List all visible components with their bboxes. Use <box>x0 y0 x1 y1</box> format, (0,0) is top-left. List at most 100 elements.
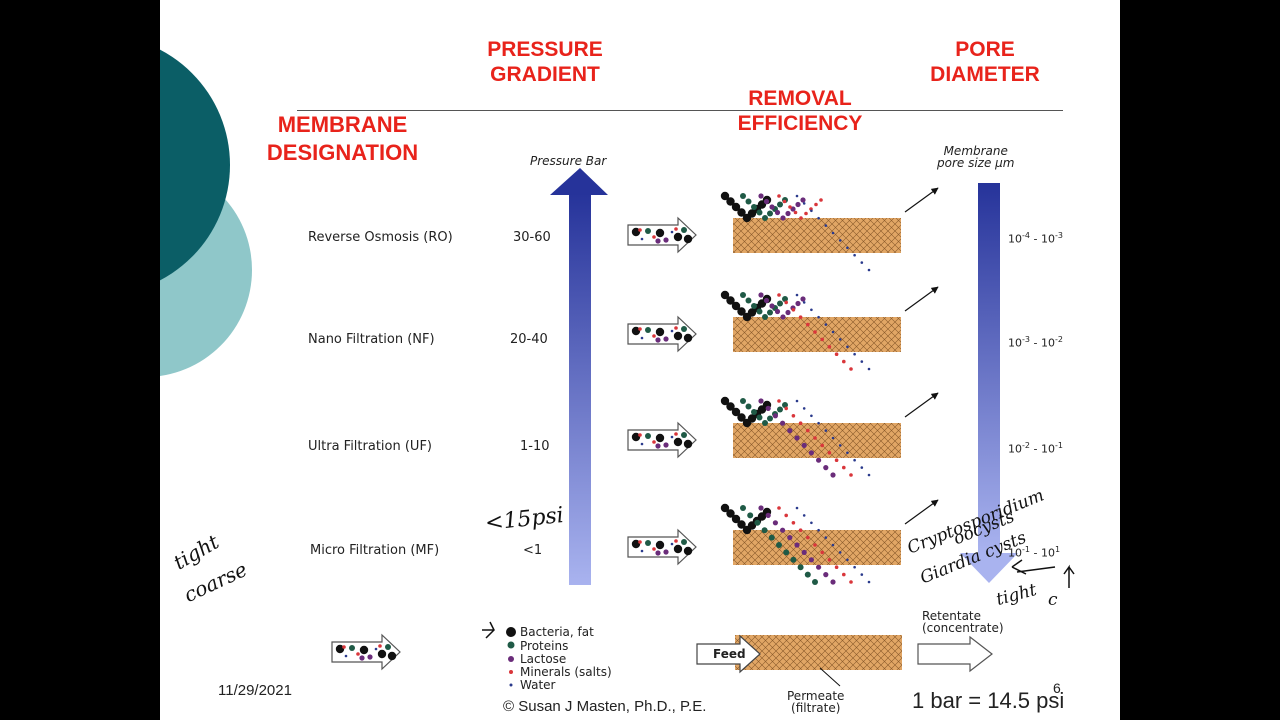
particle-dot <box>751 204 757 210</box>
particle-dot <box>726 402 735 411</box>
particle-dot <box>652 440 656 444</box>
particle-dot <box>731 202 741 212</box>
pore-sep: - <box>1029 232 1041 246</box>
particle-dot <box>645 327 651 333</box>
particle-dot <box>670 542 674 546</box>
particle-dot <box>842 465 846 470</box>
pore-caption-line-2: pore size μm <box>937 156 1015 170</box>
particle-dot <box>655 327 665 337</box>
pore-size-mf: 10-1 - 101 <box>1008 545 1060 560</box>
particle-dot <box>674 227 678 231</box>
particle-dot <box>791 521 796 525</box>
particle-dot <box>813 543 817 547</box>
pore-exp: -4 <box>1022 231 1030 240</box>
particle-dot <box>670 435 674 439</box>
particle-dot <box>674 432 678 436</box>
legend-water: Water <box>520 678 556 692</box>
particle-dot <box>810 209 813 213</box>
row-diagram-0 <box>627 187 939 272</box>
particle-dot <box>774 308 781 315</box>
footer-date: 11/29/2021 <box>218 682 292 699</box>
particle-dot <box>849 367 853 371</box>
particle-dot <box>787 535 793 541</box>
row-label-nf: Nano Filtration (NF) <box>308 332 435 347</box>
pressure-value-nf: 20-40 <box>510 332 548 347</box>
particle-dot <box>853 253 856 257</box>
particle-dot <box>795 194 799 198</box>
particle-dot <box>774 209 781 216</box>
particle-dot <box>645 540 651 546</box>
particle-dot <box>787 428 793 434</box>
particle-dot <box>838 551 842 554</box>
particle-dot <box>823 572 829 578</box>
particle-dot <box>777 506 781 510</box>
particle-dot <box>831 231 835 235</box>
particle-dot <box>681 432 687 438</box>
particle-dot <box>816 457 822 463</box>
particle-dot <box>720 503 730 513</box>
particle-dot <box>824 224 828 227</box>
particle-dot <box>765 405 771 411</box>
particle-dot <box>631 432 641 442</box>
particle-dot <box>846 451 849 455</box>
particle-dot <box>795 201 801 208</box>
particle-dot <box>335 644 345 654</box>
particle-dot <box>655 228 665 238</box>
particle-dot <box>377 649 387 659</box>
particle-dot <box>772 413 779 419</box>
particle-dot <box>758 193 764 199</box>
particle-dot <box>655 540 665 550</box>
header-pressure-gradient: PRESSURE GRADIENT <box>487 38 603 86</box>
particle-dot <box>756 209 763 216</box>
particle-dot <box>830 579 836 585</box>
particle-dot <box>356 652 360 656</box>
particle-dot <box>849 473 853 477</box>
particle-dot <box>737 520 746 529</box>
footer-page-number: 6 <box>1053 680 1061 696</box>
particle-dot <box>769 303 775 309</box>
feed-label: Feed <box>713 647 746 661</box>
particle-dot <box>860 261 864 264</box>
particle-dot <box>801 549 807 556</box>
pore-base: 10 <box>1008 232 1022 246</box>
membrane-block <box>733 218 901 253</box>
particle-dot <box>374 647 378 651</box>
particle-dot <box>784 406 788 411</box>
particle-dot <box>655 337 661 343</box>
particle-dot <box>359 645 369 655</box>
particle-dot <box>652 547 656 551</box>
particle-dot <box>673 544 683 554</box>
particle-dot <box>846 558 849 562</box>
pore-base: 10 <box>1040 546 1055 560</box>
particle-dot <box>867 473 871 477</box>
pore-exp: -2 <box>1022 441 1030 450</box>
particle-dot <box>767 309 773 316</box>
particle-dot <box>794 435 800 441</box>
permeate-label: Permeate (filtrate) <box>787 690 844 714</box>
particle-dot <box>670 230 674 234</box>
particle-dot <box>782 402 788 408</box>
particle-dot <box>737 307 746 316</box>
particle-dot <box>798 528 803 532</box>
pore-base: 10 <box>1008 546 1022 560</box>
particle-dot <box>808 557 815 563</box>
particle-dot <box>831 330 835 334</box>
particle-dot <box>640 442 644 446</box>
particle-dot <box>673 232 683 242</box>
particle-dot <box>673 331 683 341</box>
pore-exp: 1 <box>1054 545 1061 554</box>
pressure-value-uf: 1-10 <box>520 439 550 454</box>
membrane-block <box>733 317 901 352</box>
particle-dot <box>831 543 835 547</box>
particle-dot <box>782 199 787 204</box>
row-label-uf: Ultra Filtration (UF) <box>308 439 433 454</box>
particle-dot <box>758 505 764 511</box>
particle-dot <box>670 329 674 333</box>
particle-dot <box>817 216 820 220</box>
particle-dot <box>645 228 651 234</box>
particle-dot <box>780 420 786 426</box>
particle-dot <box>763 198 770 205</box>
particle-dot <box>745 403 752 410</box>
particle-dot <box>842 359 846 364</box>
particle-dot <box>806 535 810 540</box>
